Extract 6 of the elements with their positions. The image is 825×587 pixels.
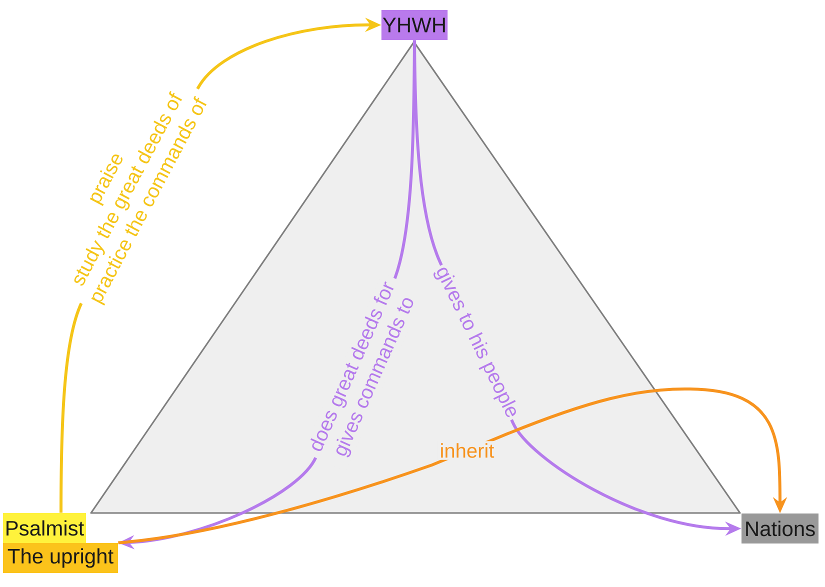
arrow xyxy=(118,388,788,544)
term-box: Nations xyxy=(742,514,818,544)
term-box: Psalmist xyxy=(3,513,86,543)
term-box: The upright xyxy=(3,543,118,573)
term-box: YHWH xyxy=(381,10,448,40)
edge-label: inherit xyxy=(438,441,496,460)
